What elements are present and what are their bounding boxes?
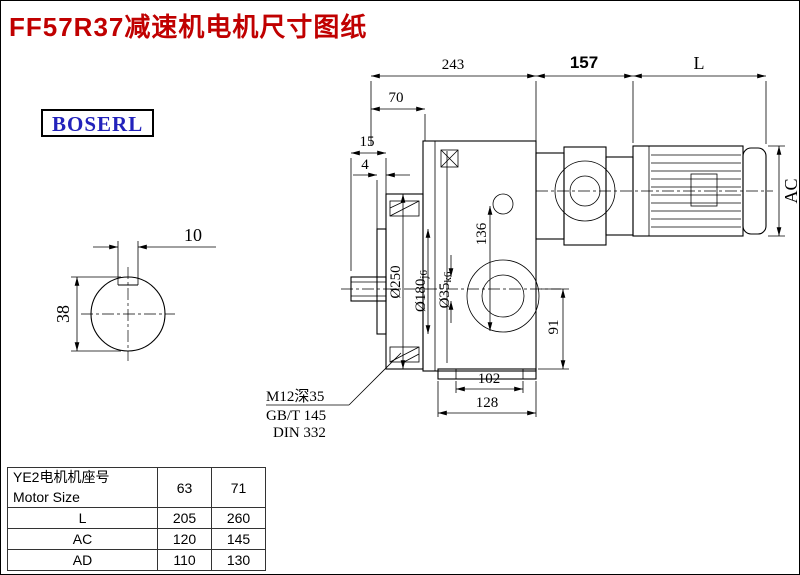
dim-motor-length: L [694, 53, 705, 73]
value-AC-71: 145 [211, 528, 266, 551]
value-AC-63: 120 [157, 528, 212, 551]
header-motor-size-cn: YE2电机机座号 [13, 469, 110, 485]
dim-motor-ac: AC [781, 178, 800, 203]
motor-size-table: YE2电机机座号 Motor Size 63 71 L 205 260 AC 1… [7, 466, 266, 572]
thread-notes: M12深35 GB/T 145 DIN 332 [266, 352, 402, 441]
gearbox-outline [341, 140, 773, 380]
table-row-AD: AD 110 130 [7, 549, 266, 572]
dim-102: 102 [478, 371, 501, 387]
dim-pilot-diameter: Ø180j6 [413, 270, 430, 312]
note-din-standard: DIN 332 [273, 425, 326, 441]
input-adapter [535, 146, 634, 246]
dim-4: 4 [361, 157, 369, 173]
table-header-row: YE2电机机座号 Motor Size 63 71 [7, 466, 266, 509]
value-AD-63: 110 [157, 549, 212, 572]
dim-adapter-length: 157 [570, 53, 598, 72]
value-L-63: 205 [157, 507, 212, 530]
dimensions: 243 157 L 70 15 4 Ø250 Ø1 [350, 53, 800, 417]
value-AD-71: 130 [211, 549, 266, 572]
header-motor-size: YE2电机机座号 Motor Size [7, 466, 158, 509]
dim-gearbox-length: 243 [442, 57, 465, 73]
value-L-71: 260 [211, 507, 266, 530]
page-title: FF57R37减速机电机尺寸图纸 [9, 12, 368, 42]
header-motor-size-en: Motor Size [13, 488, 80, 505]
dim-136: 136 [474, 222, 490, 245]
dim-128: 128 [476, 395, 499, 411]
dim-shaft-fit-diameter: Ø35k6 [437, 271, 454, 308]
table-row-L: L 205 260 [7, 507, 266, 530]
row-label-AD: AD [7, 549, 158, 572]
boserl-logo: BOSERL [41, 109, 155, 137]
dim-70: 70 [389, 90, 404, 106]
header-frame-63: 63 [157, 466, 212, 509]
motor [632, 145, 767, 237]
row-label-AC: AC [7, 528, 158, 551]
header-frame-71: 71 [211, 466, 266, 509]
dim-flange-diameter: Ø250 [388, 265, 404, 298]
dim-keyway-width: 10 [184, 225, 202, 245]
dim-shaft-diameter: 38 [53, 305, 73, 323]
row-label-L: L [7, 507, 158, 530]
note-tapped-hole: M12深35 [266, 388, 324, 405]
table-row-AC: AC 120 145 [7, 528, 266, 551]
dim-15: 15 [360, 134, 375, 150]
shaft-end-view: 10 38 [53, 225, 216, 361]
dim-91: 91 [546, 320, 562, 335]
note-gb-standard: GB/T 145 [266, 408, 326, 424]
